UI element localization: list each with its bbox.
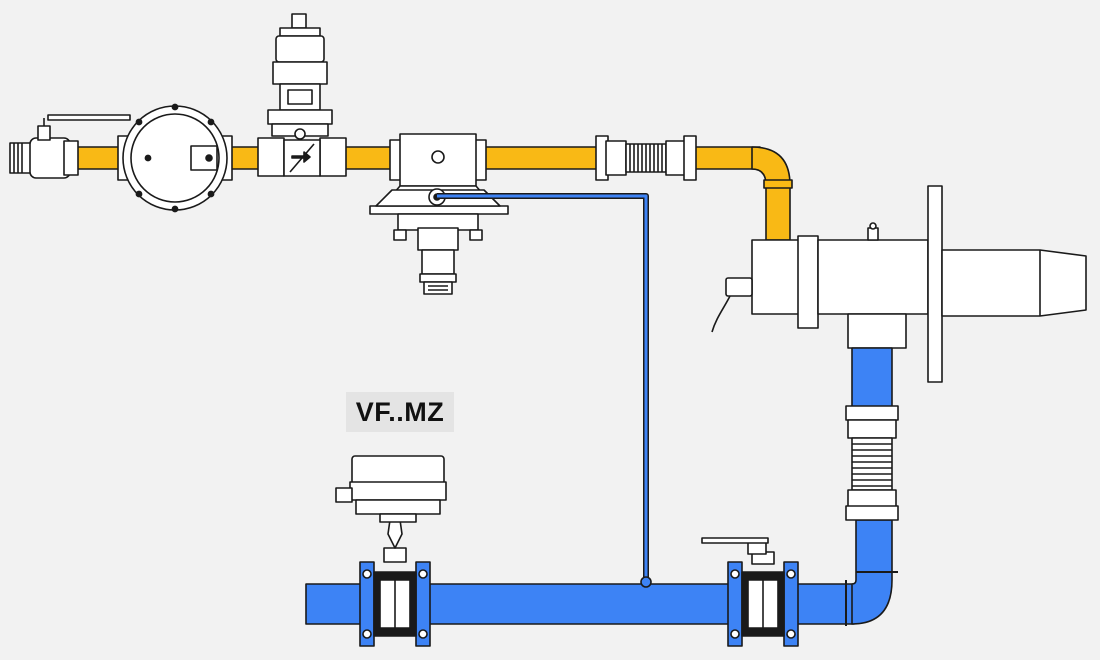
ball-valve-icon — [9, 114, 131, 179]
burner-icon — [711, 185, 1087, 383]
flex-bellows-icon — [845, 405, 899, 521]
elbow-fitting-icon — [845, 571, 898, 626]
butterfly-valve-icon — [359, 519, 431, 647]
valve-label: VF..MZ — [346, 392, 454, 432]
impulse-line-icon — [437, 193, 652, 588]
actuator-icon — [335, 455, 447, 523]
gas-filter-icon — [117, 103, 233, 213]
flex-bellows-icon — [595, 135, 697, 181]
solenoid-valve-icon — [257, 13, 347, 177]
manual-butterfly-valve-icon — [701, 537, 799, 647]
